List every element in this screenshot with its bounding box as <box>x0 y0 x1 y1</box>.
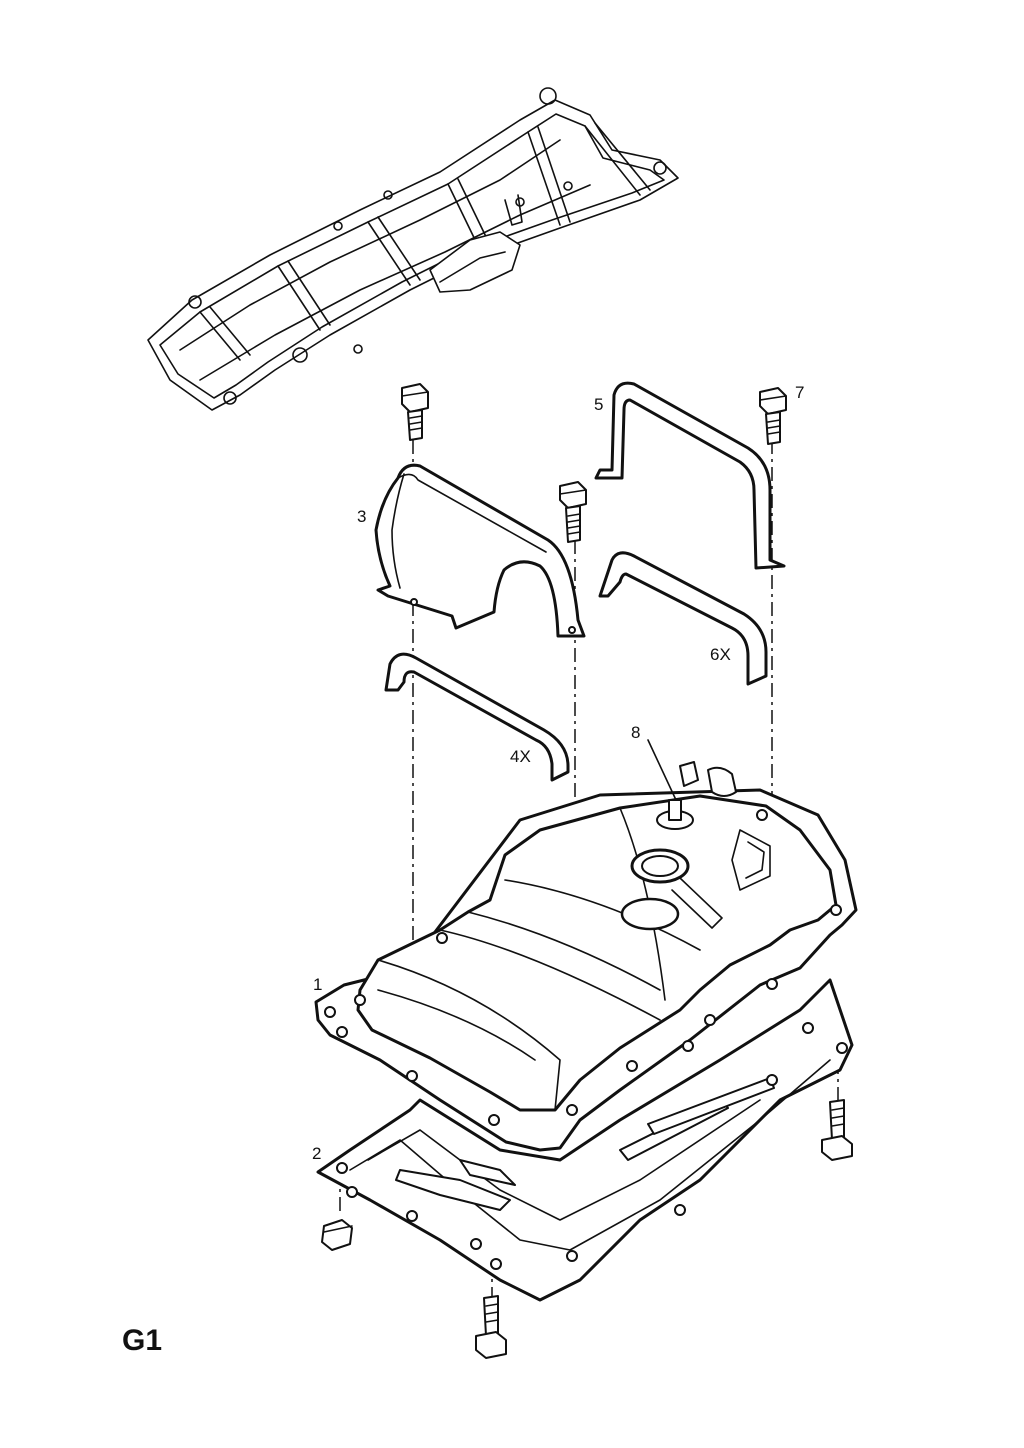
callout-front-strap: 4X <box>510 747 531 766</box>
bolt-middle <box>559 481 587 543</box>
callout-bolt: 7 <box>795 383 804 402</box>
front-strap <box>384 652 570 782</box>
nut-bottom-left <box>321 1219 353 1251</box>
bolt-right <box>759 387 787 445</box>
upper-strap <box>594 381 786 570</box>
callout-sender-stud: 8 <box>631 723 640 742</box>
chassis-frame <box>147 87 679 411</box>
bolt-bottom-right <box>821 1099 853 1161</box>
callout-upper-strap: 5 <box>594 395 603 414</box>
bolt-left <box>401 383 429 441</box>
fuel-tank <box>314 761 858 1152</box>
bolt-bottom-center <box>475 1295 507 1359</box>
page-label: G1 <box>122 1324 162 1357</box>
rear-strap <box>598 551 768 686</box>
callout-rear-strap: 6X <box>710 645 731 664</box>
callout-8-leader <box>647 739 677 801</box>
heat-shield <box>374 463 586 638</box>
callout-skid-plate: 2 <box>312 1144 321 1163</box>
callout-fuel-tank: 1 <box>313 975 322 994</box>
callout-heat-shield: 3 <box>357 507 366 526</box>
skid-plate <box>316 978 854 1302</box>
